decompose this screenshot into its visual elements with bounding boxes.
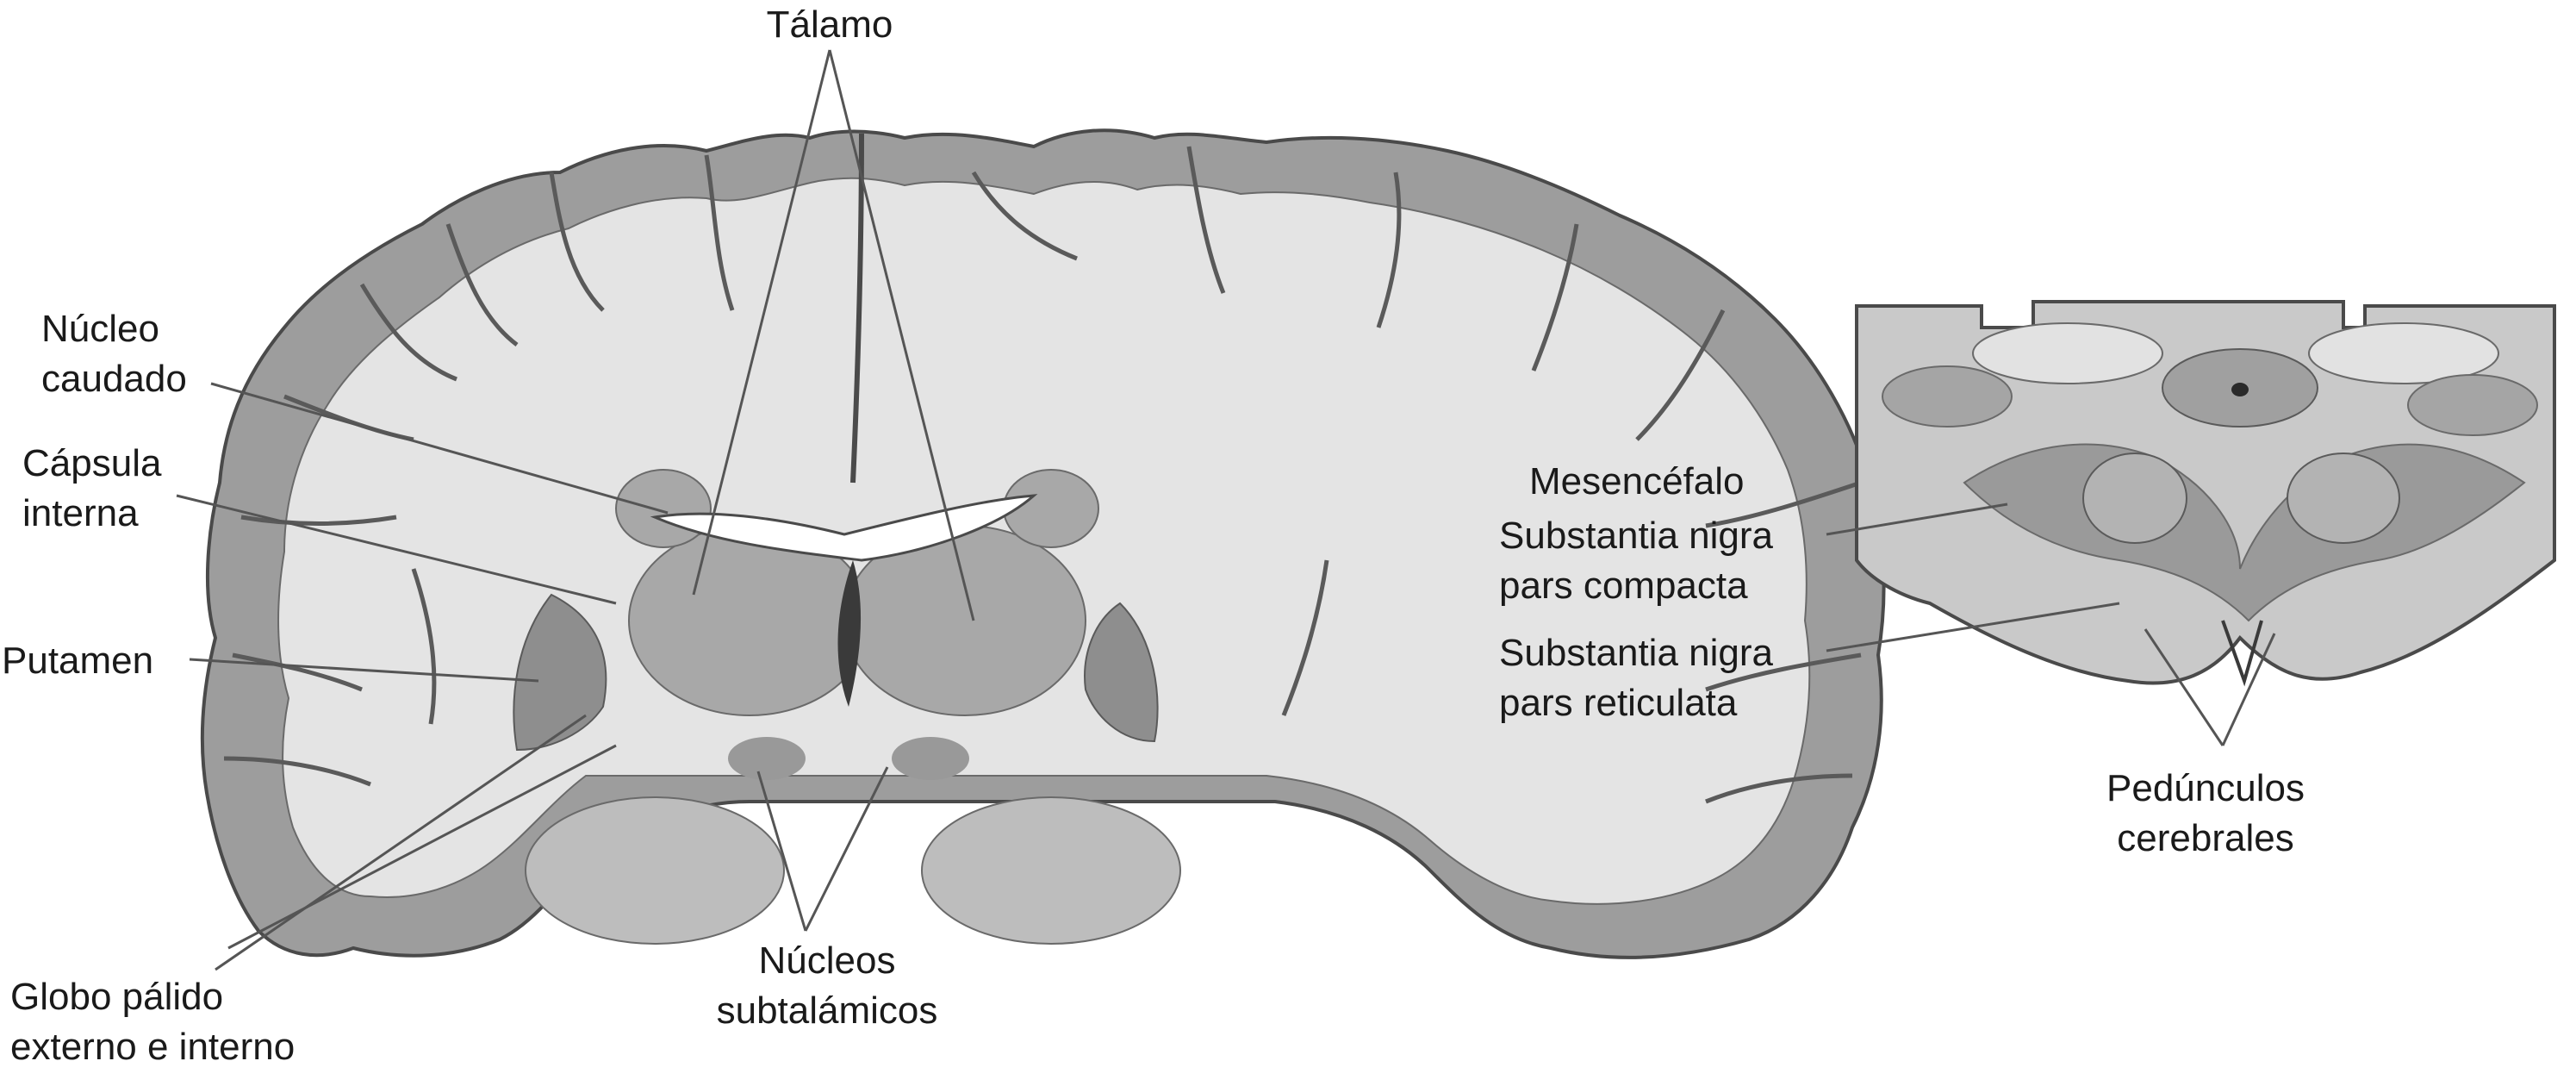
midbrain-section: [1857, 302, 2554, 683]
label-talamo: Tálamo: [756, 0, 903, 50]
label-capsula-interna-line1: Cápsula: [22, 439, 161, 489]
label-nucleo-caudado-line2: caudado: [41, 354, 187, 404]
label-talamo-text: Tálamo: [756, 0, 903, 50]
label-pedunculos-line1: Pedúnculos: [2085, 764, 2326, 814]
label-mesencefalo: Mesencéfalo: [1529, 457, 1744, 507]
cerebral-aqueduct: [2231, 383, 2249, 396]
label-sn-compacta-line1: Substantia nigra: [1499, 511, 1773, 561]
label-nucleos-subtalamicos-line2: subtalámicos: [702, 986, 952, 1036]
label-nucleos-subtalamicos-line1: Núcleos: [702, 936, 952, 986]
label-nucleo-caudado: Núcleo caudado: [41, 304, 187, 404]
left-colliculus: [1973, 323, 2162, 384]
right-subthalamic: [892, 737, 969, 780]
left-lateral-geniculate: [1882, 366, 2012, 427]
label-globo-palido: Globo pálido externo e interno: [10, 972, 295, 1072]
label-globo-palido-line2: externo e interno: [10, 1022, 295, 1072]
left-subthalamic: [728, 737, 806, 780]
right-red-nucleus: [2287, 453, 2399, 543]
label-globo-palido-line1: Globo pálido: [10, 972, 295, 1022]
label-mesencefalo-text: Mesencéfalo: [1529, 457, 1744, 507]
right-temporal-lobe: [922, 797, 1180, 944]
label-putamen-text: Putamen: [2, 636, 153, 686]
label-sn-reticulata-line2: pars reticulata: [1499, 678, 1773, 728]
left-temporal-lobe: [526, 797, 784, 944]
label-sn-compacta: Substantia nigra pars compacta: [1499, 511, 1773, 611]
label-capsula-interna-line2: interna: [22, 489, 161, 539]
label-pedunculos: Pedúnculos cerebrales: [2085, 764, 2326, 864]
right-lateral-geniculate: [2408, 375, 2537, 435]
label-nucleos-subtalamicos: Núcleos subtalámicos: [702, 936, 952, 1036]
left-red-nucleus: [2083, 453, 2187, 543]
label-sn-reticulata: Substantia nigra pars reticulata: [1499, 628, 1773, 728]
label-pedunculos-line2: cerebrales: [2085, 814, 2326, 864]
label-nucleo-caudado-line1: Núcleo: [41, 304, 187, 354]
label-putamen: Putamen: [2, 636, 153, 686]
label-sn-compacta-line2: pars compacta: [1499, 561, 1773, 611]
label-sn-reticulata-line1: Substantia nigra: [1499, 628, 1773, 678]
left-caudate: [616, 470, 711, 547]
label-capsula-interna: Cápsula interna: [22, 439, 161, 539]
